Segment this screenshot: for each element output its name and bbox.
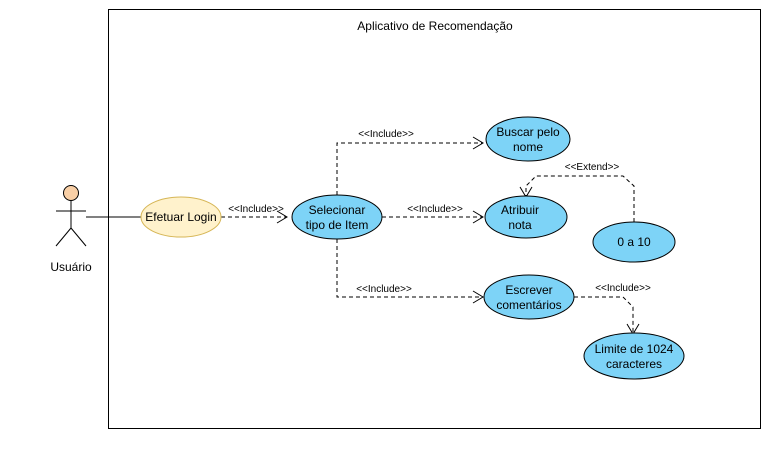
relation-select-comment: <<Include>> bbox=[336, 239, 484, 304]
actor-label: Usuário bbox=[50, 260, 92, 274]
relation-label: <<Extend>> bbox=[565, 162, 620, 173]
use-case-label: 0 a 10 bbox=[617, 235, 651, 249]
use-case-label-line2: comentários bbox=[496, 298, 561, 312]
relation-line bbox=[574, 296, 634, 334]
use-case-shape bbox=[291, 194, 383, 240]
use-case-selecionar-tipo: Selecionar tipo de Item bbox=[291, 194, 383, 240]
use-case-label-line1: Buscar pelo bbox=[496, 125, 560, 139]
arrowhead bbox=[472, 136, 484, 150]
relation-login-select: <<Include>> bbox=[221, 204, 288, 224]
relation-label: <<Include>> bbox=[407, 204, 463, 215]
actor-leg-right bbox=[70, 227, 87, 247]
actor-leg-left bbox=[55, 227, 72, 247]
use-case-shape bbox=[485, 116, 571, 162]
actor-usuario: Usuário bbox=[50, 185, 92, 274]
use-case-shape bbox=[140, 196, 222, 238]
relation-select-search: <<Include>> bbox=[336, 129, 484, 195]
use-case-shape bbox=[484, 195, 568, 239]
relation-label: <<Include>> bbox=[595, 283, 651, 294]
use-case-label-line1: Escrever bbox=[505, 283, 552, 297]
use-case-label-line1: Selecionar bbox=[309, 203, 366, 217]
relation-line bbox=[525, 175, 635, 222]
use-case-shape bbox=[583, 332, 685, 380]
actor-head bbox=[63, 185, 79, 201]
use-case-label-line2: tipo de Item bbox=[306, 218, 369, 232]
use-case-shape bbox=[592, 221, 676, 263]
relation-select-rate: <<Include>> bbox=[382, 204, 484, 224]
use-case-label-line2: caracteres bbox=[606, 357, 662, 371]
relation-label: <<Include>> bbox=[356, 284, 412, 295]
use-case-buscar-nome: Buscar pelo nome bbox=[485, 116, 571, 162]
system-title: Aplicativo de Recomendação bbox=[357, 19, 513, 33]
relation-label: <<Include>> bbox=[228, 204, 284, 215]
use-case-0-a-10: 0 a 10 bbox=[592, 221, 676, 263]
use-case-atribuir-nota: Atribuir nota bbox=[484, 195, 568, 239]
relation-line bbox=[336, 239, 483, 298]
use-case-label: Efetuar Login bbox=[145, 210, 216, 224]
use-case-label-line1: Limite de 1024 bbox=[595, 342, 674, 356]
use-case-efetuar-login: Efetuar Login bbox=[140, 196, 222, 238]
arrowhead bbox=[472, 290, 484, 304]
relation-label: <<Include>> bbox=[358, 129, 414, 140]
use-case-escrever-comentarios: Escrever comentários bbox=[483, 274, 575, 320]
use-case-label-line2: nota bbox=[508, 218, 532, 232]
arrowhead bbox=[472, 210, 484, 224]
relation-line bbox=[336, 142, 483, 195]
use-case-shape bbox=[483, 274, 575, 320]
arrowhead bbox=[276, 210, 288, 224]
use-case-limite-caracteres: Limite de 1024 caracteres bbox=[583, 332, 685, 380]
use-case-label-line1: Atribuir bbox=[501, 203, 539, 217]
use-case-label-line2: nome bbox=[513, 140, 543, 154]
